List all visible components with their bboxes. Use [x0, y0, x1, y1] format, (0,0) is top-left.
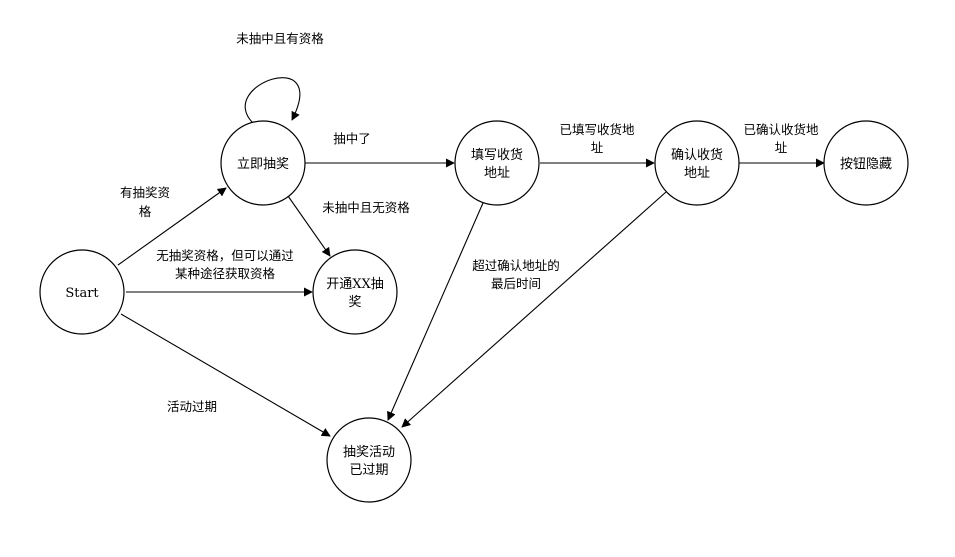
node-draw-now: 立即抽奖 [220, 120, 306, 206]
label-activity-expired: 活动过期 [167, 399, 217, 414]
node-fill-address: 填写收货 地址 [454, 120, 540, 206]
label-exceeded-line2: 最后时间 [491, 276, 541, 291]
node-fill-address-line1: 填写收货 [471, 147, 523, 163]
node-confirm-address: 确认收货 地址 [654, 120, 740, 206]
node-hide-button-label: 按钮隐藏 [840, 157, 892, 172]
node-open-xx-line1: 开通XX抽 [326, 277, 384, 292]
node-fill-address-line2: 地址 [484, 166, 510, 181]
label-exceeded-line1: 超过确认地址的 [472, 258, 560, 273]
node-start-label: Start [65, 286, 99, 301]
edge-confirm-to-expired [401, 191, 667, 428]
node-confirm-address-line2: 地址 [684, 166, 710, 181]
edge-draw-to-open [287, 195, 331, 257]
label-no-qual-line2: 某种途径获取资格 [175, 266, 276, 281]
label-address-confirmed-line2: 址 [775, 140, 788, 155]
node-hide-button: 按钮隐藏 [823, 120, 909, 206]
label-has-qual-line1: 有抽奖资 [120, 185, 170, 200]
node-expired-line1: 抽奖活动 [343, 445, 395, 460]
node-start: Start [39, 249, 125, 335]
edge-start-to-expired [120, 313, 331, 437]
label-has-qual-line2: 格 [139, 204, 152, 219]
node-draw-now-label: 立即抽奖 [237, 157, 289, 172]
node-confirm-address-line1: 确认收货 [671, 147, 723, 163]
node-expired: 抽奖活动 已过期 [326, 417, 412, 503]
node-open-xx: 开通XX抽 奖 [312, 249, 398, 335]
edge-fill-to-expired [387, 202, 484, 421]
node-expired-line2: 已过期 [349, 463, 388, 478]
label-won: 抽中了 [333, 131, 371, 146]
label-not-won-no-qual: 未抽中且无资格 [322, 200, 410, 215]
label-address-filled-line2: 址 [591, 140, 604, 155]
label-self-loop: 未抽中且有资格 [236, 31, 324, 46]
edge-start-to-draw [117, 187, 227, 266]
label-no-qual-line1: 无抽奖资格，但可以通过 [156, 248, 294, 263]
label-address-filled-line1: 已填写收货地 [559, 122, 635, 137]
edge-self-loop [244, 77, 301, 124]
node-open-xx-line2: 奖 [348, 295, 361, 310]
label-address-confirmed-line1: 已确认收货地 [743, 122, 819, 137]
